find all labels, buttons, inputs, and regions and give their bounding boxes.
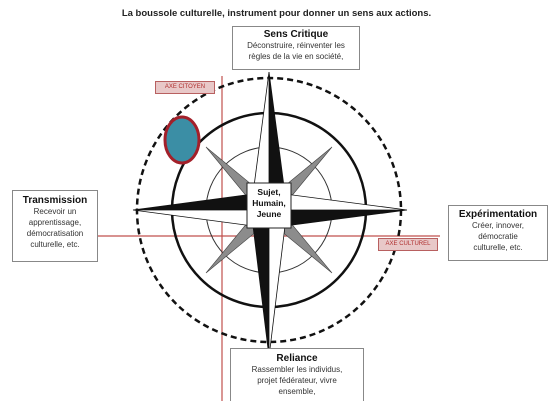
position-marker <box>163 115 201 165</box>
transmission-desc: Recevoir un apprentissage, démocratisati… <box>26 207 84 249</box>
transmission-box: Transmission Recevoir un apprentissage, … <box>12 190 98 262</box>
center-box <box>246 182 292 229</box>
reliance-desc: Rassembler les individus, projet fédérat… <box>251 365 343 396</box>
transmission-title: Transmission <box>22 195 88 206</box>
sens-critique-title: Sens Critique <box>263 29 329 40</box>
sens-critique-desc: Déconstruire, réinventer les règles de l… <box>247 41 345 61</box>
experimentation-box: Expérimentation Créer, innover, démocrat… <box>448 205 548 261</box>
citizen-axis-tag: AXE CITOYEN <box>155 81 215 94</box>
cultural-axis-tag: AXE CULTUREL <box>378 238 438 251</box>
sens-critique-box: Sens Critique Déconstruire, réinventer l… <box>232 26 360 70</box>
reliance-title: Reliance <box>276 353 318 364</box>
experimentation-title: Expérimentation <box>458 209 538 220</box>
cardinal-star-points <box>132 71 408 358</box>
reliance-box: Reliance Rassembler les individus, proje… <box>230 348 364 401</box>
experimentation-desc: Créer, innover, démocratie culturelle, e… <box>471 221 525 252</box>
center-label: Sujet, Humain, Jeune <box>252 187 286 219</box>
diagram-title: La boussole culturelle, instrument pour … <box>121 8 432 19</box>
